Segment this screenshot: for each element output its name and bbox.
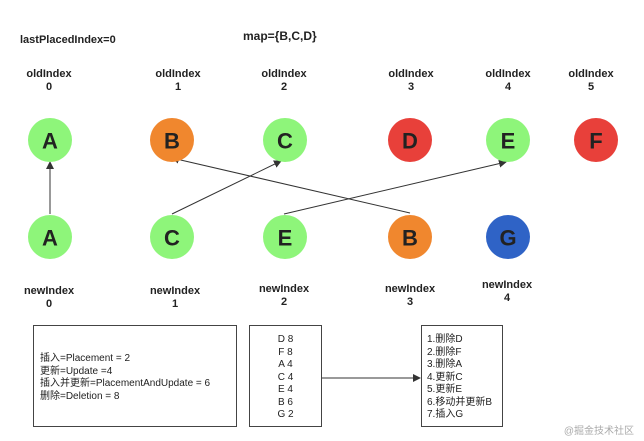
new-node-a: A <box>28 215 72 259</box>
arrow-new-b-to-old-b <box>171 155 411 214</box>
new-node-c-circle <box>150 215 194 259</box>
old-node-e: E <box>486 118 530 162</box>
old-node-c-circle <box>263 118 307 162</box>
flag-line: G 2 <box>277 409 294 420</box>
watermark: @掘金技术社区 <box>563 426 634 437</box>
flag-line: C 4 <box>277 371 294 383</box>
op-line: 4.更新C <box>427 371 463 383</box>
old-node-b: B <box>150 118 194 162</box>
map-label: map={B,C,D} <box>243 29 317 43</box>
op-line: 7.插入G <box>427 409 464 420</box>
new-node-c: C <box>150 215 194 259</box>
new-node-e: E <box>263 215 307 259</box>
new-node-c-letter: C <box>164 226 180 251</box>
flag-line: A 4 <box>278 359 293 370</box>
arrow-new-c-to-old-c <box>171 160 282 215</box>
old-node-c: C <box>263 118 307 162</box>
old-node-b-circle <box>150 118 194 162</box>
new-node-g: G <box>486 215 530 259</box>
node-flags-box: D 8 F 8 A 4 C 4 E 4 B 6 G 2 <box>249 325 322 427</box>
new-node-g-circle <box>486 215 530 259</box>
op-line: 6.移动并更新B <box>427 396 493 408</box>
flag-line: B 6 <box>277 396 293 408</box>
old-node-a-letter: A <box>42 129 58 154</box>
new-node-e-circle <box>263 215 307 259</box>
legend-line-deletion: 删除=Deletion = 8 <box>40 390 120 402</box>
op-line: 5.更新E <box>427 384 463 395</box>
legend-line-placement: 插入=Placement = 2 <box>40 353 131 364</box>
old-node-a: A <box>28 118 72 162</box>
old-node-b-letter: B <box>164 129 180 154</box>
old-node-d-circle <box>388 118 432 162</box>
flag-line: F 8 <box>278 346 293 358</box>
new-node-g-letter: G <box>499 226 516 251</box>
old-node-f: F <box>574 118 618 162</box>
old-node-f-letter: F <box>589 129 602 154</box>
arrow-new-e-to-old-e <box>283 159 507 215</box>
last-placed-index-label: lastPlacedIndex=0 <box>20 34 116 46</box>
old-node-d-letter: D <box>402 129 418 154</box>
op-line: 1.删除D <box>427 334 463 345</box>
new-node-a-circle <box>28 215 72 259</box>
legend-line-placement-and-update: 插入并更新=PlacementAndUpdate = 6 <box>40 378 211 389</box>
old-node-d: D <box>388 118 432 162</box>
legend-line-update: 更新=Update =4 <box>40 365 113 377</box>
old-node-c-letter: C <box>277 129 293 154</box>
new-node-b: B <box>388 215 432 259</box>
new-node-e-letter: E <box>278 226 293 251</box>
new-node-b-letter: B <box>402 226 418 251</box>
old-node-f-circle <box>574 118 618 162</box>
new-node-b-circle <box>388 215 432 259</box>
flag-line: E 4 <box>277 384 293 395</box>
old-node-e-letter: E <box>501 129 516 154</box>
new-node-a-letter: A <box>42 226 58 251</box>
flag-line: D 8 <box>277 334 294 345</box>
op-line: 3.删除A <box>427 359 463 370</box>
operations-box: 1.删除D 2.删除F 3.删除A 4.更新C 5.更新E 6.移动并更新B 7… <box>421 325 503 427</box>
op-line: 2.删除F <box>427 346 462 358</box>
effect-tag-legend-box: 插入=Placement = 2 更新=Update =4 插入并更新=Plac… <box>33 325 237 427</box>
old-node-e-circle <box>486 118 530 162</box>
old-node-a-circle <box>28 118 72 162</box>
